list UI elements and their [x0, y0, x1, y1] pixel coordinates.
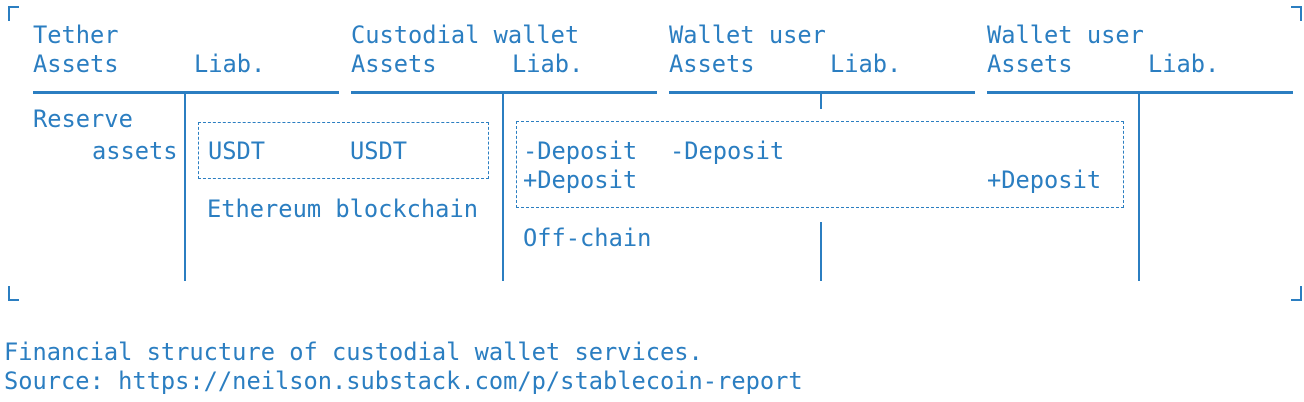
custodial-taccount-topline: [351, 91, 657, 94]
tether-liab-usdt-entry: USDT: [208, 137, 266, 165]
offchain-group-box: [516, 121, 1124, 208]
custodial-liab-plus-deposit-entry: +Deposit: [523, 166, 638, 194]
tether-assets-column-label: Assets: [33, 50, 119, 78]
tether-reserve-assets-line2: assets: [92, 137, 178, 165]
user1-assets-minus-deposit-entry: -Deposit: [670, 137, 785, 165]
tether-liab-column-label: Liab.: [194, 50, 266, 78]
custodial-taccount-divider: [502, 93, 504, 281]
user1-taccount-topline: [669, 91, 975, 94]
custodial-liab-column-label: Liab.: [512, 50, 584, 78]
user1-taccount-divider-bottom: [820, 222, 822, 281]
account-title-wallet-user-1: Wallet user: [669, 21, 826, 49]
account-title-custodial-wallet: Custodial wallet: [351, 21, 580, 49]
tether-reserve-assets-line1: Reserve: [33, 105, 133, 133]
user2-liab-column-label: Liab.: [1148, 50, 1220, 78]
user1-liab-column-label: Liab.: [830, 50, 902, 78]
onchain-group-box: [198, 122, 489, 179]
frame-corner-top-left-icon: [8, 6, 19, 21]
custodial-assets-column-label: Assets: [351, 50, 437, 78]
custodial-assets-usdt-entry: USDT: [350, 137, 408, 165]
account-title-tether: Tether: [33, 21, 119, 49]
frame-corner-bottom-left-icon: [8, 286, 19, 301]
user1-taccount-divider-top: [820, 93, 822, 109]
frame-corner-top-right-icon: [1291, 6, 1302, 21]
user2-assets-plus-deposit-entry: +Deposit: [987, 166, 1102, 194]
offchain-label: Off-chain: [523, 224, 652, 252]
user2-taccount-divider: [1138, 93, 1140, 281]
frame-corner-bottom-right-icon: [1291, 286, 1302, 301]
account-title-wallet-user-2: Wallet user: [987, 21, 1144, 49]
tether-taccount-topline: [33, 91, 339, 94]
user2-assets-column-label: Assets: [987, 50, 1073, 78]
custodial-liab-minus-deposit-entry: -Deposit: [523, 137, 638, 165]
tether-taccount-divider: [184, 93, 186, 281]
user1-assets-column-label: Assets: [669, 50, 755, 78]
ethereum-blockchain-label: Ethereum blockchain: [207, 195, 478, 223]
caption-source: Source: https://neilson.substack.com/p/s…: [4, 367, 803, 395]
caption-title: Financial structure of custodial wallet …: [4, 338, 703, 366]
user2-taccount-topline: [987, 91, 1293, 94]
